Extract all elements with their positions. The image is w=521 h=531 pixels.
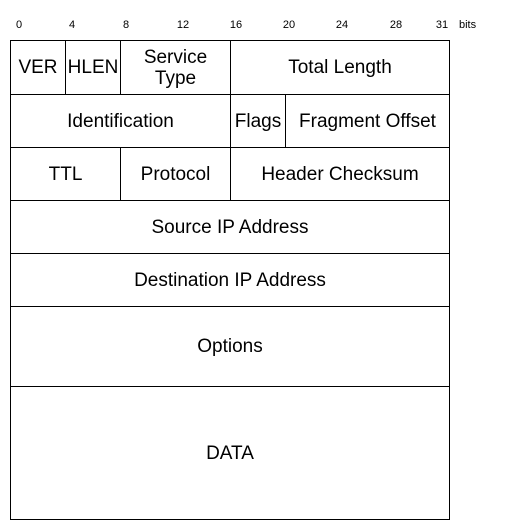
destination-ip-label: Destination IP Address: [134, 269, 326, 291]
flags-field: Flags: [231, 95, 286, 148]
identification-label: Identification: [67, 110, 174, 132]
protocol-label: Protocol: [140, 163, 211, 185]
bit-tick-28: 28: [389, 19, 403, 31]
total-length-field: Total Length: [231, 41, 449, 95]
flags-label: Flags: [234, 110, 282, 132]
hlen-field: HLEN: [66, 41, 121, 95]
identification-field: Identification: [11, 95, 231, 148]
destination-ip-field: Destination IP Address: [11, 254, 449, 307]
bit-tick-8: 8: [122, 19, 130, 31]
bit-tick-4: 4: [68, 19, 76, 31]
source-ip-field: Source IP Address: [11, 201, 449, 254]
ip-header-diagram: VER HLEN Service Type Total Length Ident…: [10, 40, 450, 520]
hlen-label: HLEN: [67, 57, 119, 78]
data-label: DATA: [206, 442, 254, 464]
bit-tick-20: 20: [282, 19, 296, 31]
options-label: Options: [197, 336, 263, 357]
data-field: DATA: [11, 387, 449, 519]
bit-unit-label: bits: [459, 19, 477, 31]
bit-tick-12: 12: [176, 19, 190, 31]
ttl-field: TTL: [11, 148, 121, 201]
options-field: Options: [11, 307, 449, 387]
bit-tick-24: 24: [335, 19, 349, 31]
header-checksum-label: Header Checksum: [261, 163, 419, 185]
service-type-label: Service Type: [143, 46, 208, 89]
ttl-label: TTL: [48, 163, 83, 185]
bit-tick-0: 0: [15, 19, 23, 31]
bit-tick-16: 16: [229, 19, 243, 31]
service-type-field: Service Type: [121, 41, 231, 95]
ver-field: VER: [11, 41, 66, 95]
source-ip-label: Source IP Address: [151, 216, 309, 238]
total-length-label: Total Length: [288, 57, 392, 78]
bit-tick-31: 31: [435, 19, 449, 31]
fragment-offset-label: Fragment Offset: [299, 110, 436, 132]
ver-label: VER: [18, 57, 58, 78]
fragment-offset-field: Fragment Offset: [286, 95, 449, 148]
protocol-field: Protocol: [121, 148, 231, 201]
header-checksum-field: Header Checksum: [231, 148, 449, 201]
